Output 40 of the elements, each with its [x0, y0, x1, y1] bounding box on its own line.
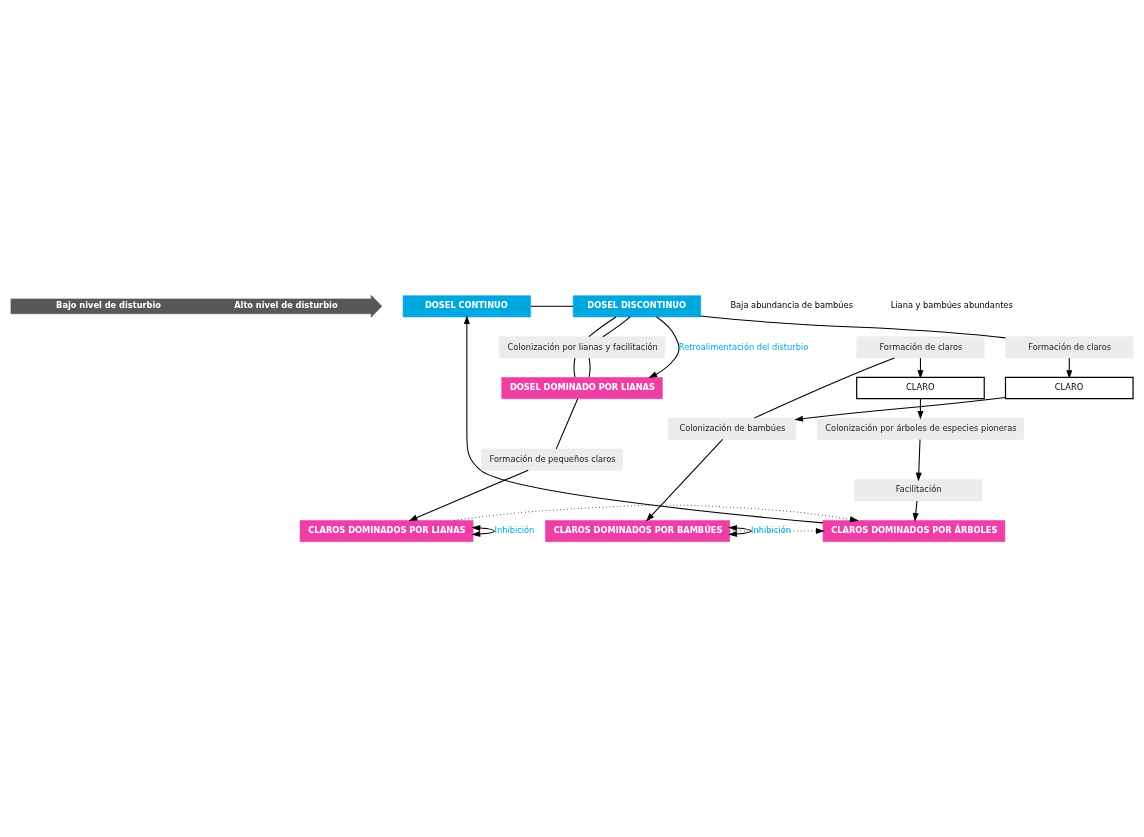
node-box: DOSEL DISCONTINUO: [572, 295, 702, 318]
node-box: CLARO: [856, 376, 985, 400]
edge-label: Retroalimentación del disturbio: [678, 341, 809, 352]
arrow: [1066, 357, 1073, 379]
node-box: Colonización por árboles de especies pioneras: [816, 417, 1025, 440]
arrow: [408, 469, 529, 521]
connector: [530, 305, 574, 307]
node-box: DOSEL CONTINUO: [402, 295, 531, 318]
arrow: [648, 316, 680, 379]
arrow: [729, 528, 825, 535]
node-box: DOSEL DOMINADO POR LIANAS: [501, 377, 663, 399]
edge-label: Inhibición: [494, 525, 535, 536]
connector: [573, 357, 576, 378]
node-box: Colonización por lianas y facilitación: [499, 336, 665, 359]
arrow: [728, 525, 752, 537]
node-box: Colonización de bambúes: [667, 417, 797, 440]
node-box: Facilitación: [854, 479, 983, 502]
connector: [555, 398, 579, 450]
arrow: [453, 504, 859, 523]
connector: [588, 316, 617, 338]
arrow: [915, 439, 922, 482]
node-box: CLAROS DOMINADOS POR LIANAS: [299, 520, 474, 542]
node-box: Formación de claros: [856, 336, 985, 359]
edge-label: Inhibición: [751, 525, 791, 536]
node-box: CLAROS DOMINADOS POR BAMBÚES: [545, 520, 730, 542]
arrow: [912, 500, 919, 522]
connector: [588, 357, 591, 378]
arrow: [471, 525, 495, 538]
node-box: CLAROS DOMINADOS POR ÁRBOLES: [822, 520, 1006, 542]
node-box: Formación de pequeños claros: [481, 448, 623, 471]
label: Liana y bambúes abundantes: [890, 300, 1013, 311]
connector: [700, 315, 1006, 339]
node-box: CLARO: [1004, 376, 1134, 400]
node-box: Formación de claros: [1005, 336, 1134, 359]
connector: [602, 316, 631, 338]
arrow: [463, 315, 824, 524]
label: Baja abundancia de bambúes: [730, 300, 853, 311]
arrow: [917, 357, 924, 379]
connector: [753, 357, 895, 419]
arrow: [645, 438, 724, 522]
